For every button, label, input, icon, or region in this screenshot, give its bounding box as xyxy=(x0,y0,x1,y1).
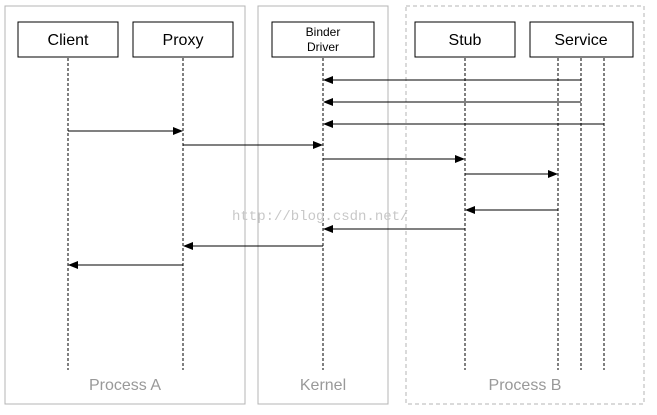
process-a-label: Process A xyxy=(89,377,161,394)
process-a-frame xyxy=(4,5,246,405)
proxy-box xyxy=(132,21,234,58)
process-b-label: Process B xyxy=(489,377,562,394)
service-label: Service xyxy=(554,32,607,49)
watermark: http://blog.csdn.net/ xyxy=(232,209,408,225)
service-box xyxy=(529,21,634,58)
stub-label: Stub xyxy=(449,32,482,49)
proxy-label: Proxy xyxy=(163,32,204,49)
kernel-label: Kernel xyxy=(300,377,346,394)
binder-driver-box xyxy=(271,21,375,58)
client-label: Client xyxy=(48,32,89,49)
process-b-frame xyxy=(405,5,645,405)
stub-box xyxy=(414,21,516,58)
binder-label-line1: Binder xyxy=(306,25,341,39)
client-box xyxy=(17,21,119,58)
binder-label-line2: Driver xyxy=(307,40,339,54)
